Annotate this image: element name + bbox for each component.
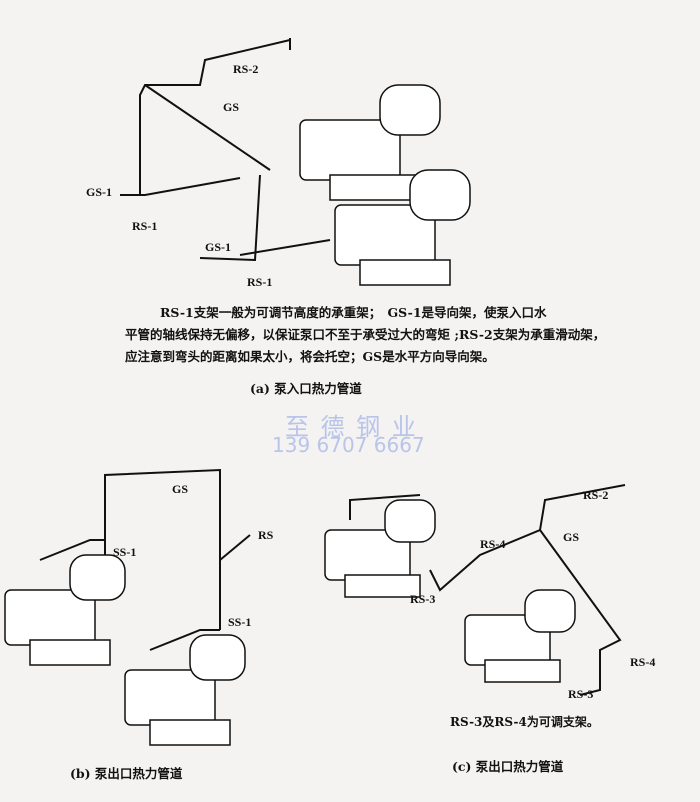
label-rs2: RS-2 [233,62,259,76]
label-gs: GS [172,482,189,496]
label-gs1: GS-1 [205,240,232,254]
label-rs4: RS-4 [630,655,656,669]
watermark-phone: 139 6707 6667 [272,433,425,457]
caption-line: 应注意到弯头的距离如果太小，将会托空；GS是水平方向导向架。 [125,349,495,364]
panel-c-note: RS-3及RS-4为可调支架。 [450,715,599,729]
label-gs: GS [223,100,240,114]
label-rs4: RS-4 [480,537,506,551]
panel-a-pumps [299,84,471,286]
label-rs3: RS-3 [568,687,594,701]
label-rs1: RS-1 [132,219,158,233]
panel-a-title: (a) 泵入口热力管道 [250,381,362,396]
watermark-name: 至 德 钢 业 [285,413,418,441]
panel-c-pumps [324,499,576,683]
panel-c-piping [349,484,626,696]
label-rs3: RS-3 [410,592,436,606]
panel-c-title: (c) 泵出口热力管道 [452,759,564,774]
label-rs1: RS-1 [247,275,273,289]
label-rs: RS [258,528,274,542]
panel-b-piping [39,468,251,651]
label-rs2: RS-2 [583,488,609,502]
label-ss1: SS-1 [228,615,252,629]
panel-b-title: (b) 泵出口热力管道 [70,766,183,781]
panel-a-piping [120,38,331,262]
panel-b-pumps [4,554,246,746]
label-gs1: GS-1 [86,185,113,199]
label-gs: GS [563,530,580,544]
label-ss1: SS-1 [113,545,137,559]
caption-line: RS-1支架一般为可调节高度的承重架； GS-1是导向架，使泵入口水 [160,305,547,320]
caption-line: 平管的轴线保持无偏移，以保证泵口不至于承受过大的弯矩 ;RS-2支架为承重滑动架… [125,327,606,342]
